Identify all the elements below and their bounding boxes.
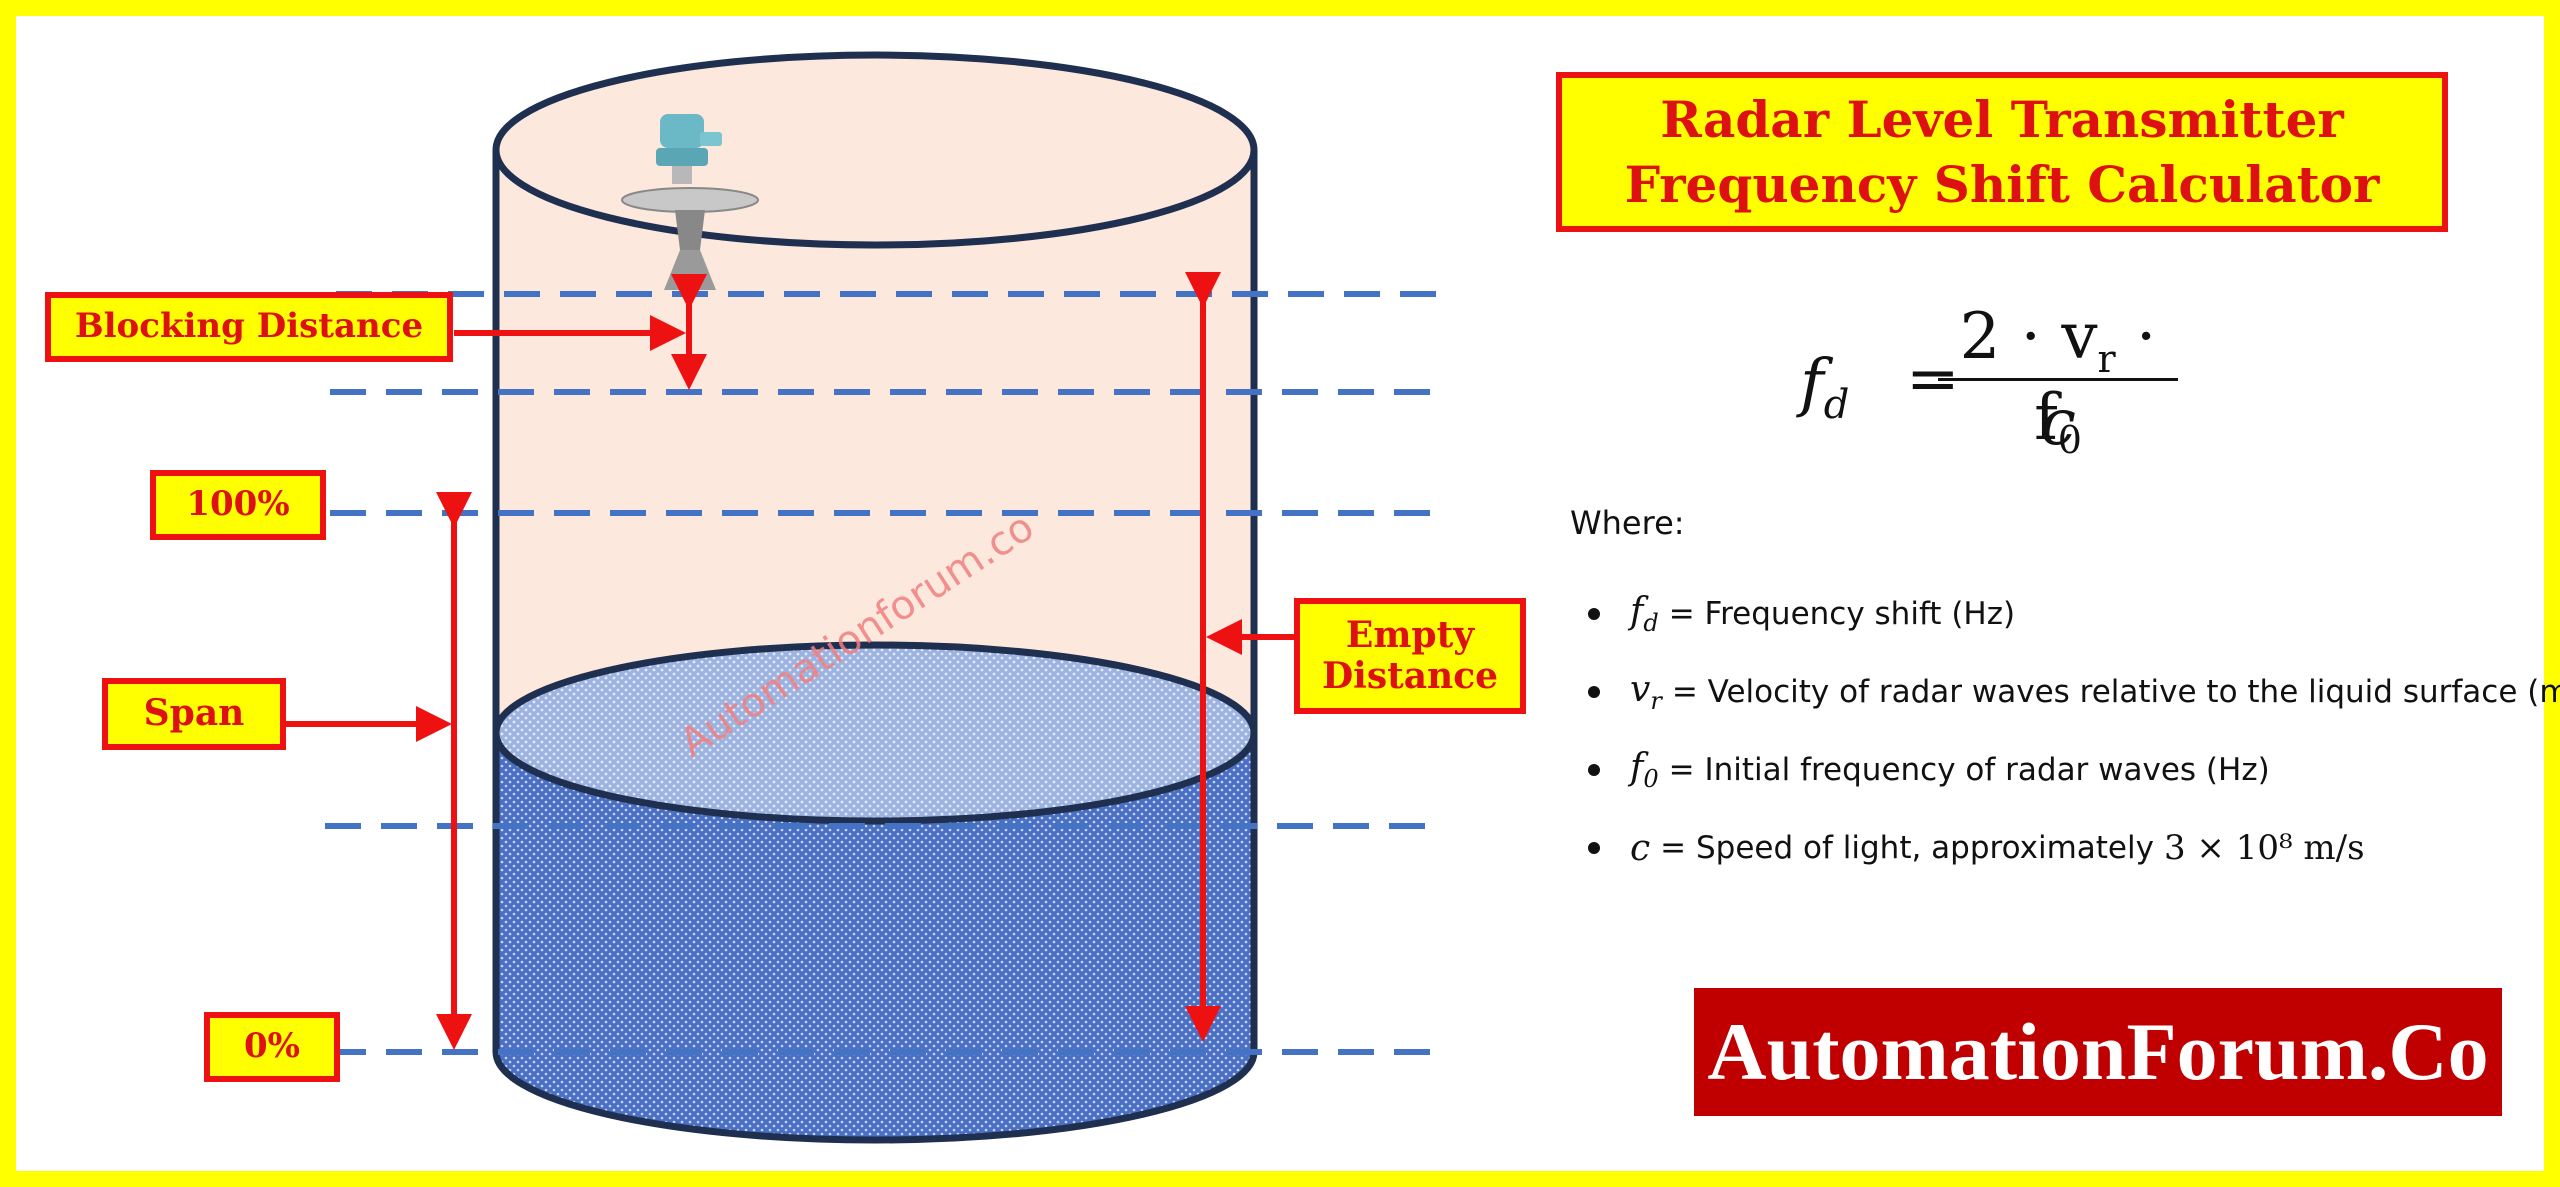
formula-denominator: c [2040,386,2076,460]
tank-bottom [492,1051,1258,1144]
bullet-icon [1588,608,1600,620]
definition-item: vr = Velocity of radar waves relative to… [1588,653,2560,731]
frequency-shift-formula: fd = 2 · vr · f0 c [1800,300,2180,462]
title-line2: Frequency Shift Calculator [1624,155,2380,214]
definitions-list: fd = Frequency shift (Hz) vr = Velocity … [1588,575,2560,887]
span-label: Span [102,678,286,750]
tank-top [492,51,1258,249]
percent-100-label: 100% [150,470,326,540]
formula-numerator: 2 · vr · f0 [1959,300,2157,462]
bullet-icon [1588,842,1600,854]
title-box: Radar Level Transmitter Frequency Shift … [1556,72,2448,232]
bullet-icon [1588,686,1600,698]
liquid-surface [492,641,1258,825]
definition-text: = Velocity of radar waves relative to th… [1671,674,2560,710]
definition-text: = Initial frequency of radar waves (Hz) [1668,752,2270,788]
formula-fraction-bar [1938,378,2178,381]
automationforum-logo[interactable]: AutomationForum.Co [1694,988,2502,1116]
formula-lhs: fd [1800,346,1850,428]
blocking-distance-label: Blocking Distance [45,292,453,362]
definition-text: = Speed of light, approximately [1660,830,2154,866]
empty-distance-line1: Empty [1345,613,1475,656]
level-lines [325,291,1450,1055]
definition-symbol: f0 [1630,746,1659,794]
where-label: Where: [1570,504,1685,542]
definition-item: fd = Frequency shift (Hz) [1588,575,2560,653]
empty-distance-label: Empty Distance [1294,598,1526,714]
empty-distance-line2: Distance [1321,655,1499,697]
definition-item: c = Speed of light, approximately 3 × 10… [1588,809,2560,887]
definition-text: = Frequency shift (Hz) [1668,596,2016,632]
definition-symbol: c [1630,827,1651,869]
definition-symbol: vr [1630,668,1662,716]
title-line1: Radar Level Transmitter [1660,90,2344,149]
definition-symbol: fd [1630,590,1659,638]
definition-math: 3 × 10⁸ m/s [2163,828,2365,868]
definition-item: f0 = Initial frequency of radar waves (H… [1588,731,2560,809]
percent-0-label: 0% [204,1012,340,1082]
bullet-icon [1588,764,1600,776]
liquid-body [496,733,1254,1140]
